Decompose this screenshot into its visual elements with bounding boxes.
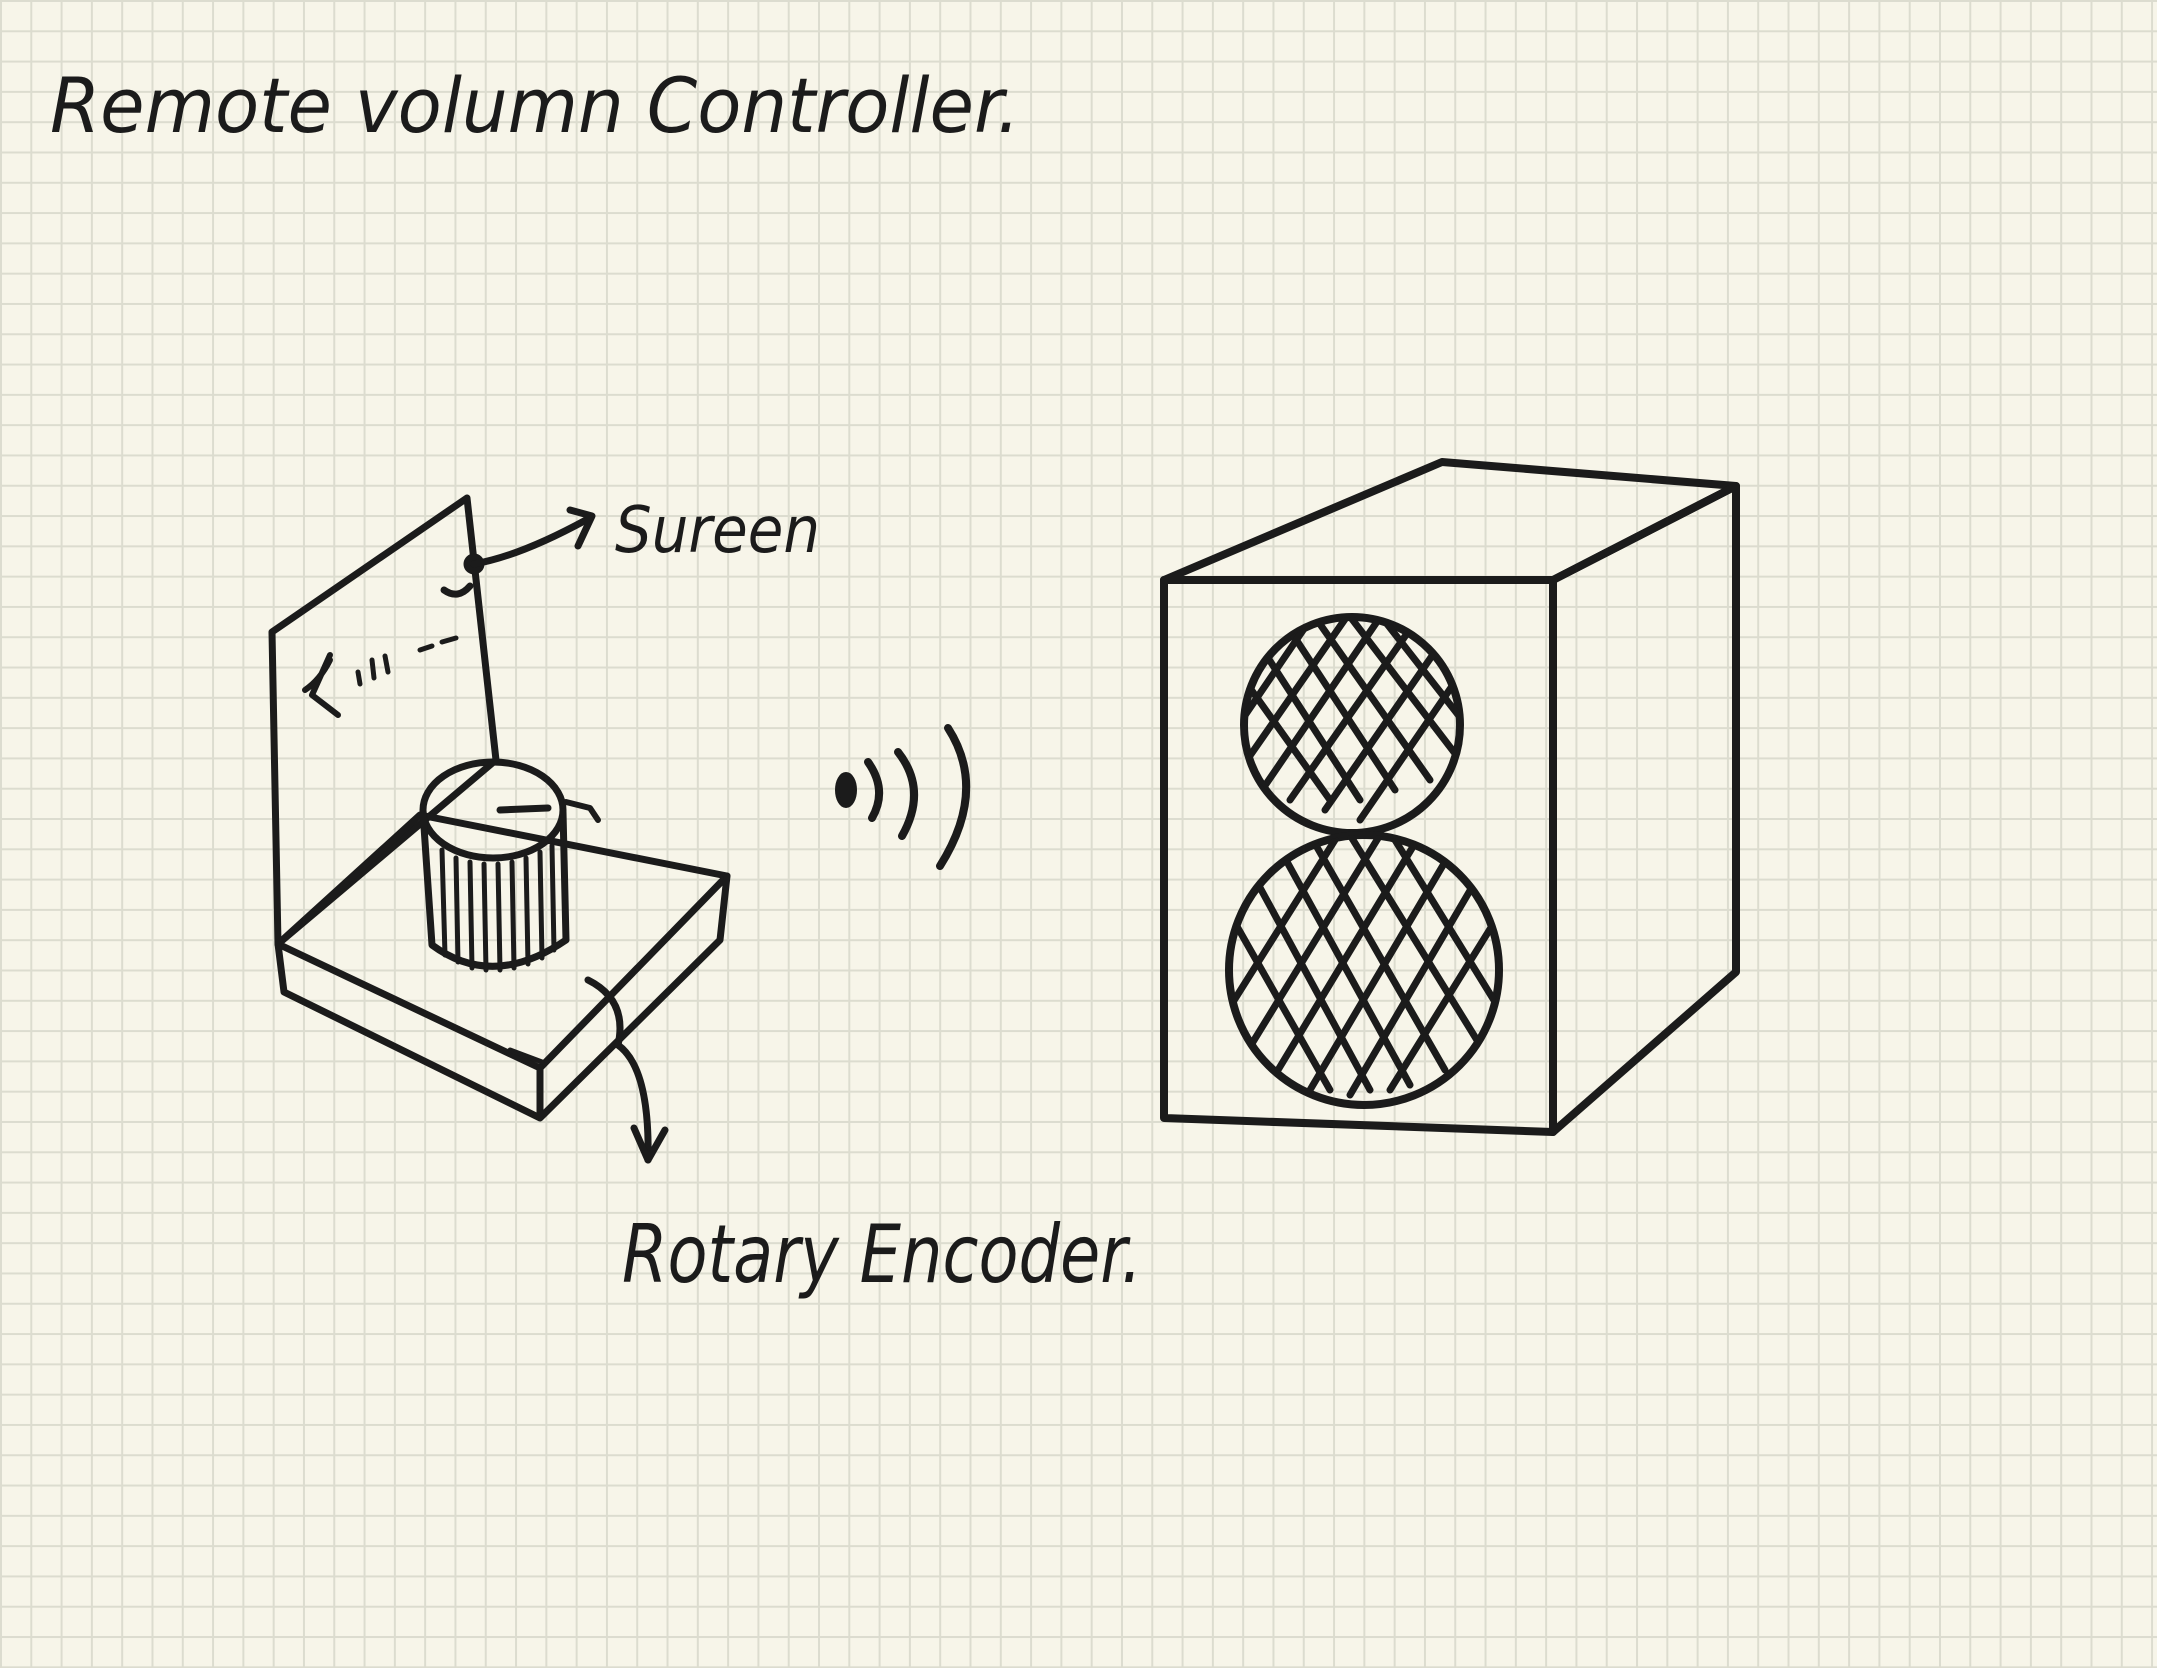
knob-body xyxy=(419,808,570,970)
volume-icon xyxy=(302,652,341,718)
knob-ridges xyxy=(439,843,557,973)
encoder-label: Rotary Encoder. xyxy=(622,1208,1142,1301)
encoder-callout xyxy=(584,976,669,1164)
speaker-driver-bottom xyxy=(1225,831,1503,1109)
speaker-top xyxy=(1160,458,1740,584)
knob-indicator xyxy=(496,804,552,814)
screen-panel xyxy=(268,494,500,948)
controller-device xyxy=(268,494,731,1122)
base-sides xyxy=(274,872,731,1122)
speaker-side xyxy=(1549,482,1740,1136)
wireless-signal-icon xyxy=(835,724,971,870)
screen-callout xyxy=(440,506,596,598)
screen-label: Sureen xyxy=(615,494,820,568)
speaker xyxy=(1160,458,1740,1136)
base-top xyxy=(274,811,731,1072)
diagram-title: Remote volumn Controller. xyxy=(50,61,1020,150)
speaker-front xyxy=(1160,576,1557,1136)
